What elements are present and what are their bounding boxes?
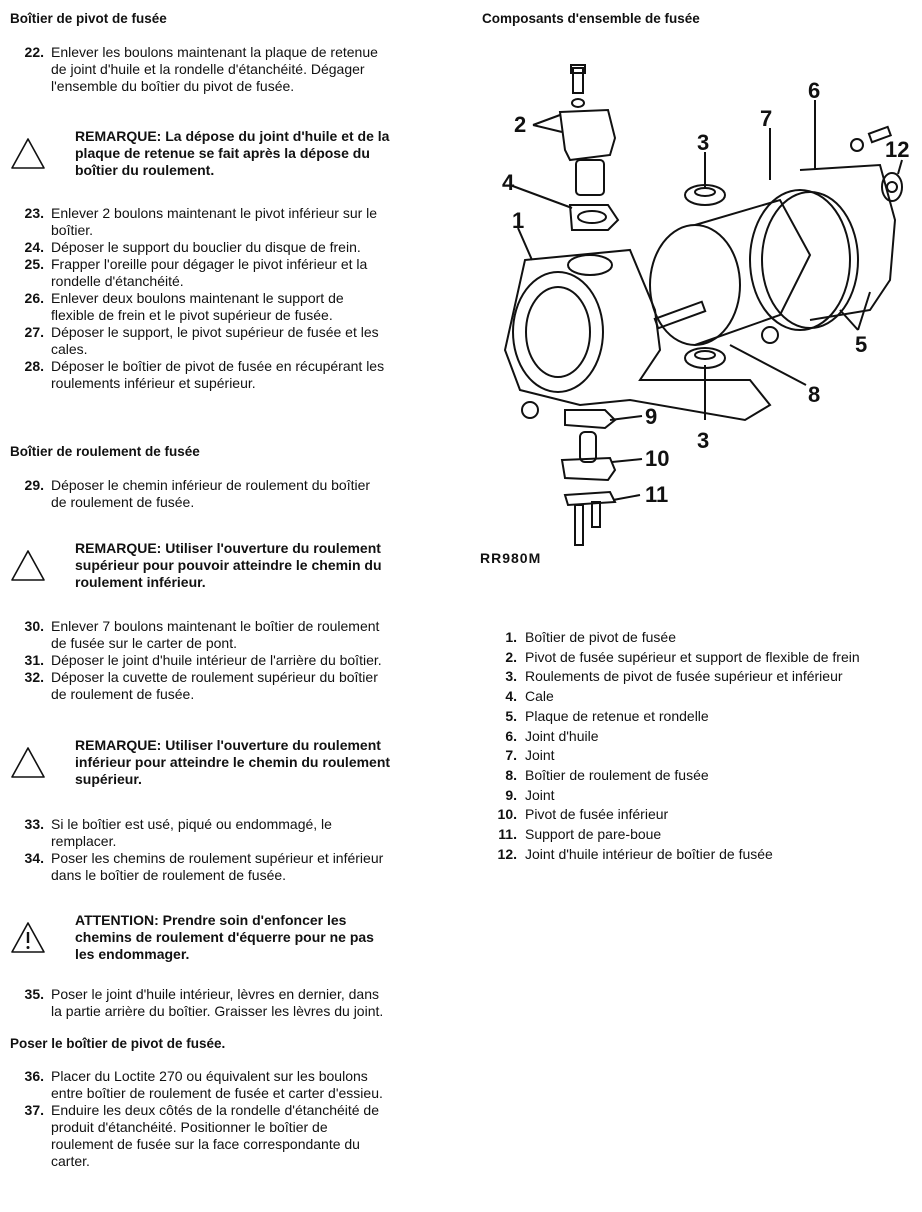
step-number: 33. [24, 816, 44, 832]
step-text: Si le boîtier est usé, piqué ou endommag… [51, 816, 332, 849]
step-text: Enlever les boulons maintenant la plaque… [51, 44, 378, 94]
exploded-diagram: 2 4 1 3 3 7 6 12 5 8 9 10 11 RR980M [480, 64, 909, 566]
section-title-bearing-housing: Boîtier de roulement de fusée [10, 444, 200, 459]
note-text: REMARQUE: Utiliser l'ouverture du roulem… [75, 737, 391, 787]
callout-1: 1 [512, 208, 524, 233]
note-text: REMARQUE: Utiliser l'ouverture du roulem… [75, 540, 382, 590]
step-number: 34. [24, 850, 44, 866]
step-text: Frapper l'oreille pour dégager le pivot … [51, 256, 368, 289]
step-number: 22. [24, 44, 44, 60]
step-number: 24. [24, 239, 44, 255]
step-text: Déposer le joint d'huile intérieur de l'… [51, 652, 382, 668]
step-number: 23. [24, 205, 44, 221]
legend-item: 6.Joint d'huile [505, 727, 599, 744]
callout-4: 4 [502, 170, 515, 195]
callout-7: 7 [760, 106, 772, 131]
step-text: Déposer le boîtier de pivot de fusée en … [51, 358, 385, 391]
legend-item: 10.Pivot de fusée inférieur [497, 806, 669, 823]
step-text: Enduire les deux côtés de la rondelle d'… [51, 1102, 380, 1169]
warning-icon [11, 922, 45, 953]
step-text: Enlever 7 boulons maintenant le boîtier … [51, 618, 380, 651]
note-triangle-icon [11, 747, 45, 778]
step-number: 29. [24, 477, 44, 493]
callout-6: 6 [808, 78, 820, 103]
legend-item: 3.Roulements de pivot de fusée supérieur… [505, 668, 843, 685]
step-number: 32. [24, 669, 44, 685]
legend-item: 9.Joint [505, 786, 555, 803]
callout-3-top: 3 [697, 130, 709, 155]
diagram-drawing [503, 64, 903, 546]
legend-item: 2.Pivot de fusée supérieur et support de… [505, 648, 860, 665]
step-text: Enlever deux boulons maintenant le suppo… [51, 290, 344, 323]
step-text: Déposer le chemin inférieur de roulement… [51, 477, 371, 510]
callout-5: 5 [855, 332, 867, 357]
steps-36-37: 36. Placer du Loctite 270 ou équivalent s… [10, 1068, 450, 1170]
note-triangle-icon [11, 550, 45, 581]
callout-9: 9 [645, 404, 657, 429]
callout-12: 12 [885, 137, 909, 162]
steps-33-34: 33. Si le boîtier est usé, piqué ou endom… [10, 816, 450, 884]
legend-item: 12.Joint d'huile intérieur de boîtier de… [497, 845, 773, 862]
step-text: Placer du Loctite 270 ou équivalent sur … [51, 1068, 383, 1101]
step-number: 26. [24, 290, 44, 306]
step-text: Déposer la cuvette de roulement supérieu… [51, 669, 378, 702]
step-number: 25. [24, 256, 44, 272]
callout-8: 8 [808, 382, 820, 407]
step-number: 27. [24, 324, 44, 340]
step-number: 37. [24, 1102, 44, 1118]
step-text: Enlever 2 boulons maintenant le pivot in… [51, 205, 378, 238]
step-29: 29. Déposer le chemin inférieur de roulem… [10, 477, 450, 511]
caution-text: ATTENTION: Prendre soin d'enfoncer les c… [75, 912, 374, 962]
step-text: Poser les chemins de roulement supérieur… [51, 850, 384, 883]
step-number: 28. [24, 358, 44, 374]
step-22: 22. Enlever les boulons maintenant la pla… [10, 44, 450, 95]
step-number: 36. [24, 1068, 44, 1084]
step-number: 31. [24, 652, 44, 668]
legend-item: 8.Boîtier de roulement de fusée [505, 766, 709, 783]
note-triangle-icon [11, 138, 45, 169]
step-text: Poser le joint d'huile intérieur, lèvres… [51, 986, 384, 1019]
parts-legend: 1.Boîtier de pivot de fusée 2.Pivot de f… [497, 628, 860, 864]
legend-item: 1.Boîtier de pivot de fusée [505, 629, 676, 645]
section-title-pivot-housing: Boîtier de pivot de fusée [10, 11, 167, 26]
step-35: 35. Poser le joint d'huile intérieur, lèv… [10, 986, 450, 1020]
legend-item: 5.Plaque de retenue et rondelle [505, 707, 709, 724]
callout-11: 11 [645, 482, 668, 507]
section-title-refit: Poser le boîtier de pivot de fusée. [10, 1036, 226, 1051]
step-number: 30. [24, 618, 44, 634]
steps-23-28: 23. Enlever 2 boulons maintenant le pivot… [10, 205, 450, 392]
steps-30-32: 30. Enlever 7 boulons maintenant le boîti… [10, 618, 450, 703]
figure-code: RR980M [480, 550, 541, 566]
legend-item: 4.Cale [505, 688, 554, 705]
legend-item: 11.Support de pare-boue [498, 826, 662, 843]
step-number: 35. [24, 986, 44, 1002]
callout-10: 10 [645, 446, 669, 471]
callout-3-bottom: 3 [697, 428, 709, 453]
step-text: Déposer le support du bouclier du disque… [51, 239, 361, 255]
step-text: Déposer le support, le pivot supérieur d… [51, 324, 379, 357]
note-text: REMARQUE: La dépose du joint d'huile et … [75, 128, 390, 178]
figure-title: Composants d'ensemble de fusée [482, 11, 700, 26]
legend-item: 7.Joint [505, 747, 555, 764]
callout-2: 2 [514, 112, 526, 137]
